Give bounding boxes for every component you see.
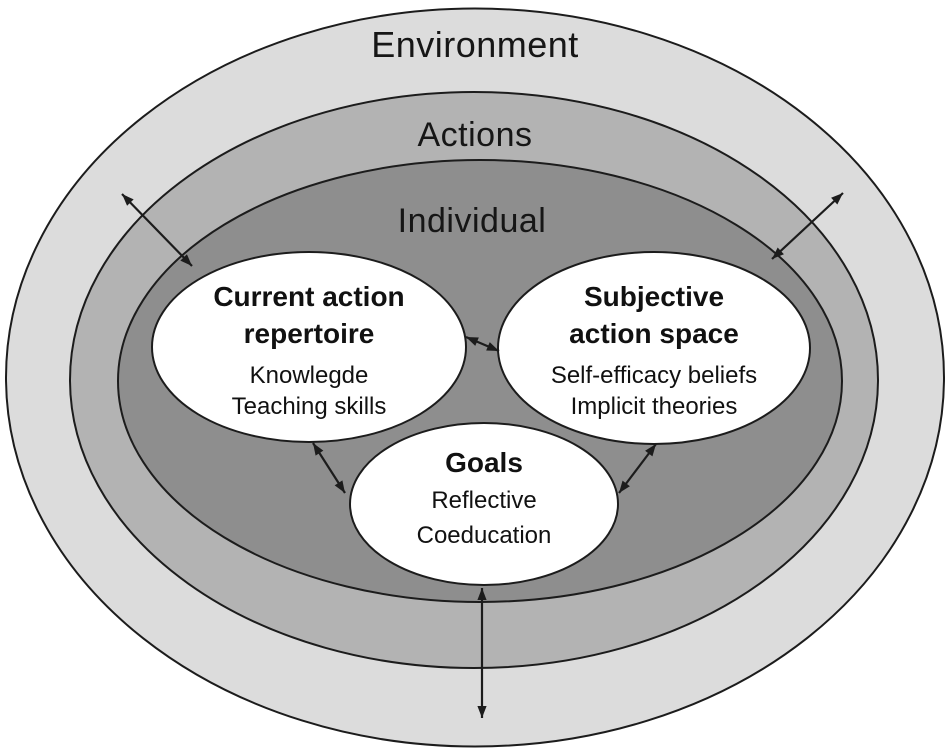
node-goals-item2: Coeducation — [417, 522, 552, 549]
arrow-repertoire-goals — [312, 442, 346, 494]
node-subjective-item2: Implicit theories — [571, 393, 738, 420]
arrow-repertoire-subjective — [465, 335, 500, 353]
node-goals-title: Goals — [445, 447, 523, 478]
node-current-action-repertoire — [151, 251, 467, 443]
node-current-action-item1: Knowlegde — [250, 362, 369, 389]
arrow-environment-boundary-right — [771, 192, 844, 260]
node-current-action-title-line1: Current action — [213, 281, 404, 312]
node-subjective-item1: Self-efficacy beliefs — [551, 362, 757, 389]
ring-label-environment: Environment — [371, 24, 579, 65]
node-subjective-title-line1: Subjective — [584, 281, 724, 312]
node-subjective-action-space — [497, 251, 811, 445]
node-current-action-item2: Teaching skills — [232, 393, 387, 420]
node-subjective-title-line2: action space — [569, 318, 739, 349]
arrow-environment-boundary-left — [121, 193, 193, 267]
node-current-action-title-line2: repertoire — [244, 318, 375, 349]
node-goals-item1: Reflective — [431, 487, 536, 514]
arrow-goals-environment-bottom — [477, 588, 487, 718]
ring-label-actions: Actions — [418, 116, 533, 154]
node-goals — [349, 422, 619, 586]
ring-label-individual: Individual — [398, 202, 547, 240]
arrow-subjective-goals — [618, 443, 657, 494]
